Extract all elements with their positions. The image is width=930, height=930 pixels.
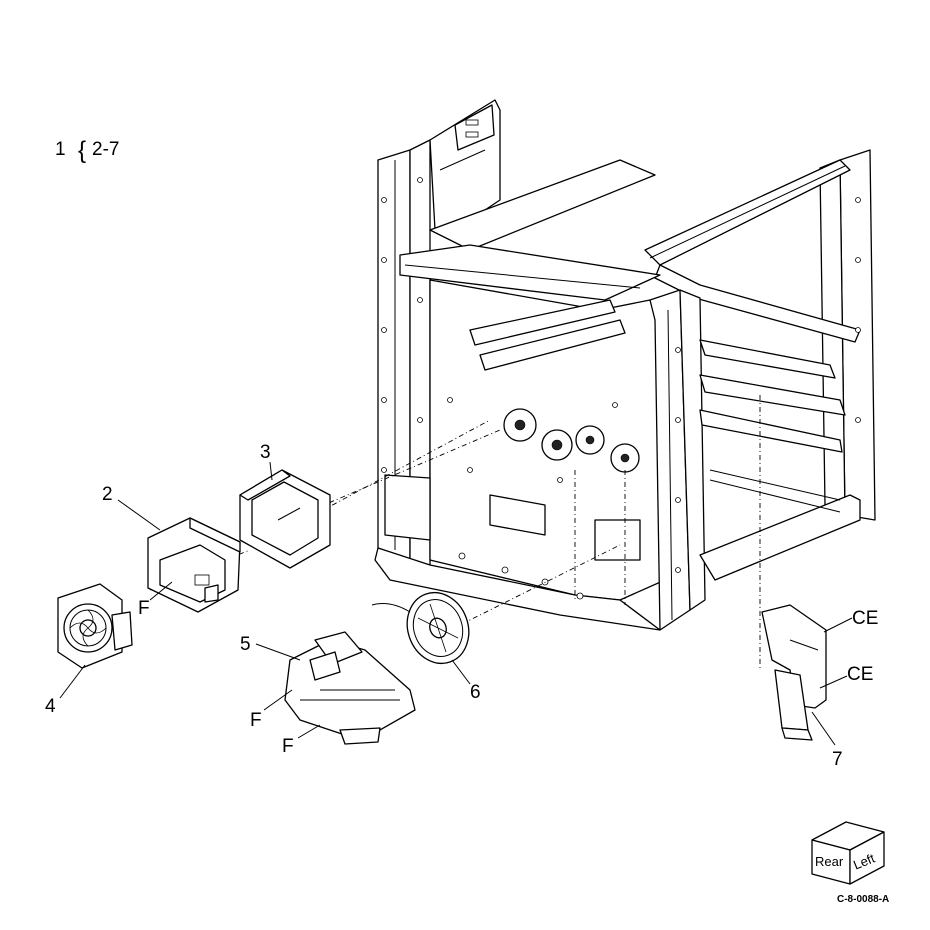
part-3-duct-frame [239,469,331,569]
main-frame-assembly [374,99,876,631]
ref-f-label-3: F [282,736,294,757]
cube-rear-label: Rear [815,854,844,869]
ref-f-label-1: F [138,598,150,619]
assembly-number-label: 1 [55,139,66,160]
part-2-label: 2 [102,484,113,505]
part-5-duct-assembly [284,631,416,745]
part-2-fan-duct [147,517,241,613]
part-4-label: 4 [45,696,56,717]
callouts: 1 { 2-7 2 3 4 5 6 7 F F F CE CE [45,137,878,770]
part-4-fan [57,583,133,669]
ref-f-label-2: F [250,710,262,731]
part-3-label: 3 [260,442,271,463]
figure-code: C-8-0088-A [837,894,889,905]
part-7-label: 7 [832,749,843,770]
part-7-side-duct [761,604,827,741]
assembly-range-label: 2-7 [92,139,119,160]
part-6-fan [371,591,470,665]
part-5-label: 5 [240,634,251,655]
orientation-cube: Rear Left [811,821,885,885]
part-6-label: 6 [470,682,481,703]
ref-ce-label-1: CE [852,608,878,629]
ref-ce-label-2: CE [847,664,873,685]
assembly-brace: { [78,137,86,164]
